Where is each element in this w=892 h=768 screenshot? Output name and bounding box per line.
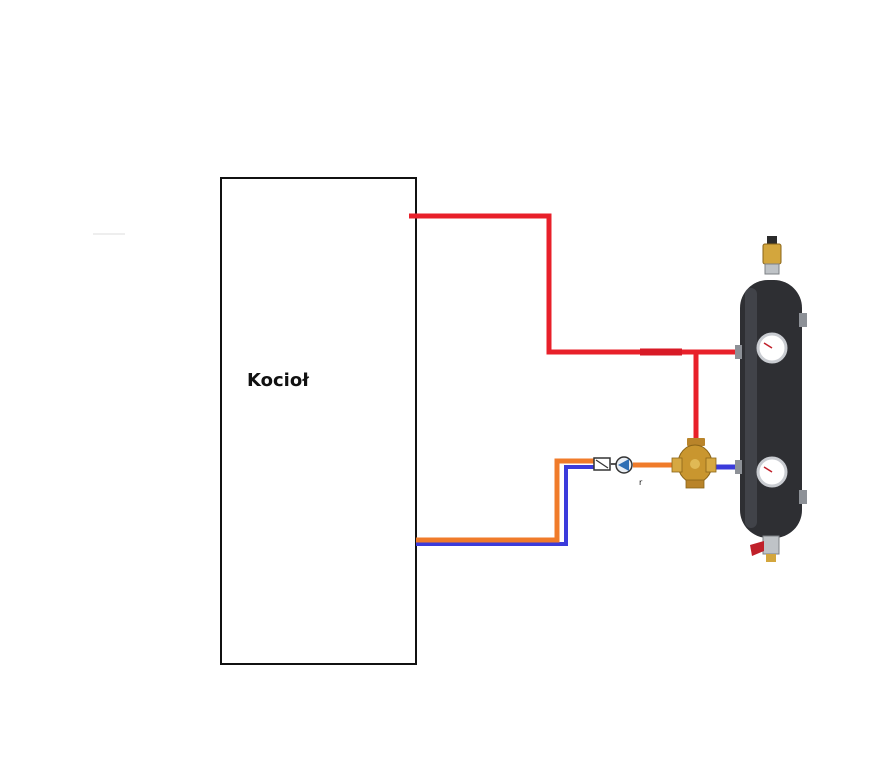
drain-valve-icon — [750, 535, 780, 562]
supply-pipe — [409, 213, 740, 442]
pump-icon: r — [615, 456, 643, 487]
mixed-return-line — [416, 458, 596, 543]
hydraulic-separator-icon — [735, 236, 807, 562]
mixed-return-pipe — [416, 458, 676, 543]
boiler-label: Kocioł — [247, 370, 310, 391]
air-vent-icon — [762, 236, 782, 275]
thermometer-icon — [756, 332, 788, 364]
mixing-valve-icon — [671, 438, 717, 489]
boiler: Kocioł — [220, 177, 417, 665]
thermometer-icon — [756, 456, 788, 488]
boiler-outline — [220, 177, 417, 665]
return-pipe-line — [416, 465, 596, 546]
check-valve-icon — [593, 457, 616, 471]
supply-pipe-line — [409, 213, 740, 355]
svg-text:r: r — [639, 478, 643, 487]
